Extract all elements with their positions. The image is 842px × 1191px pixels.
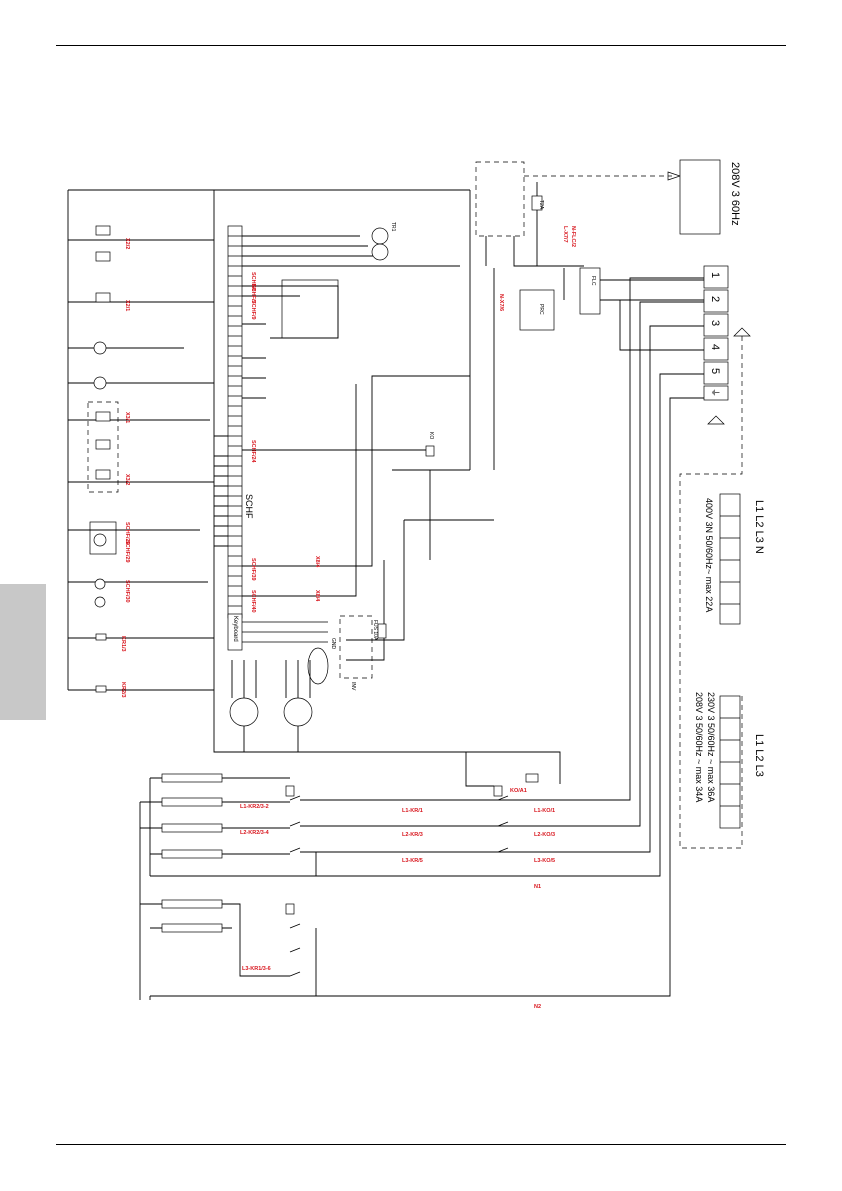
supply-208-3-60: 208V 3 60Hz xyxy=(729,162,741,226)
left-red-labels: X2/2 X2/1 X3/1 X3/2 SCHF/26 SCHF/29 SCHF… xyxy=(120,238,130,698)
label-x3-2: X3/2 xyxy=(124,474,130,485)
phase-labels-400: L1 L2 L3 N xyxy=(753,500,765,554)
supply-230: 230V 3 50/60Hz ~ max 36A xyxy=(706,692,716,802)
label-x8-4-b: X8/4 xyxy=(314,590,320,602)
kr-contacts xyxy=(285,751,561,996)
inv-label: INV xyxy=(350,682,356,691)
terminal-earth: ⏚ xyxy=(710,388,720,397)
label-schf-29: SCHF/29 xyxy=(124,540,130,563)
label-schf-26: SCHF/26 xyxy=(124,522,130,545)
label-l3-kr1: L3-KR1/3-6 xyxy=(242,966,271,972)
terminal-4: 4 xyxy=(709,344,721,350)
schf-label: SCHF xyxy=(244,494,254,519)
label-l-x7-7: L-X7/7 xyxy=(562,226,568,243)
footer-rule xyxy=(56,1144,786,1145)
t2a-label: T2A xyxy=(538,200,544,210)
inverter-area: INV GND FUS 10A xyxy=(229,615,387,752)
resistors xyxy=(139,773,290,1000)
label-schf-7: SCHF/7 xyxy=(250,284,256,304)
label-schf-8: SCHF/8 xyxy=(250,272,256,292)
prc-label: PRC xyxy=(538,304,544,315)
label-x2-1: X2/1 xyxy=(124,300,130,311)
label-l1-ko: L1-KO/1 xyxy=(534,808,555,814)
label-n-x7-6: N-X7/6 xyxy=(498,294,504,311)
label-l3-ko: L3-KO/5 xyxy=(534,858,555,864)
label-schf-40: SCHF/40 xyxy=(250,590,256,613)
terminal-1: 1 xyxy=(709,272,721,278)
label-x3-1: X3/1 xyxy=(124,412,130,423)
label-l1-kr: L1-KR/1 xyxy=(402,808,423,814)
phase-labels-230: L1 L2 L3 xyxy=(753,734,765,777)
tr1-label: TR1 xyxy=(390,222,396,232)
terminal-3: 3 xyxy=(709,320,721,326)
header-rule xyxy=(56,45,786,46)
frame-wires xyxy=(67,189,500,753)
terminal-2: 2 xyxy=(709,296,721,302)
ko-label: KO xyxy=(428,432,434,439)
label-schf-24: SCHF/24 xyxy=(250,440,256,464)
power-red-labels: L1-KR2/3-2 L2-KR2/3-4 L1-KR/1 L2-KR/3 L3… xyxy=(240,788,555,1010)
supply-208: 208V 3 50/60Hz ~ max 34A xyxy=(694,692,704,802)
label-l2-kr2: L2-KR2/3-4 xyxy=(240,830,270,836)
label-x8-4-a: X8/4 xyxy=(314,556,320,568)
flc-label: FLC xyxy=(590,276,596,286)
label-schf-9: SCHF/9 xyxy=(250,300,256,320)
label-l2-ko: L2-KO/3 xyxy=(534,832,555,838)
label-schf-39: SCHF/39 xyxy=(250,558,256,581)
supply-400: 400V 3N 50/60Hz~ max 22A xyxy=(704,498,714,612)
gnd-label: GND xyxy=(330,638,336,650)
ko-contactor: KO xyxy=(346,432,494,661)
label-l2-kr: L2-KR/3 xyxy=(402,832,423,838)
terminal-5: 5 xyxy=(709,368,721,374)
fus10a-label: FUS 10A xyxy=(372,620,378,641)
label-n2: N2 xyxy=(534,1004,541,1010)
label-kr1-3: KR1/3 xyxy=(120,636,126,652)
label-l1-kr2: L1-KR2/3-2 xyxy=(240,804,269,810)
left-components xyxy=(87,225,119,693)
label-l3-kr: L3-KR/5 xyxy=(402,858,423,864)
label-ko-a1: KO/A1 xyxy=(510,788,527,794)
plug-208-3: 208V 3 60Hz xyxy=(524,159,741,235)
supply-legends: L1 L2 L3 N 400V 3N 50/60Hz~ max 22A L1 L… xyxy=(694,493,765,829)
schf-board: SCHF SCHF/8 SCHF/7 SCHF/9 SCHF/24 SCHF/3… xyxy=(214,225,470,651)
transformer-area: TR1 T2A N-FLC/2 L-X7/7 PRC N-X7/6 FLC xyxy=(281,161,704,470)
chapter-tab xyxy=(0,584,46,720)
main-terminal-block: 1 2 3 4 5 ⏚ xyxy=(679,265,751,849)
label-x2-2: X2/2 xyxy=(124,238,130,249)
label-schf-30: SCHF/30 xyxy=(124,580,130,603)
feed-lines xyxy=(150,277,704,997)
label-kr2-3: KR2/3 xyxy=(120,682,126,698)
label-n1: N1 xyxy=(534,884,541,890)
label-n-flc-2: N-FLC/2 xyxy=(570,226,576,247)
keyboard-label: Keyboard xyxy=(232,616,238,642)
